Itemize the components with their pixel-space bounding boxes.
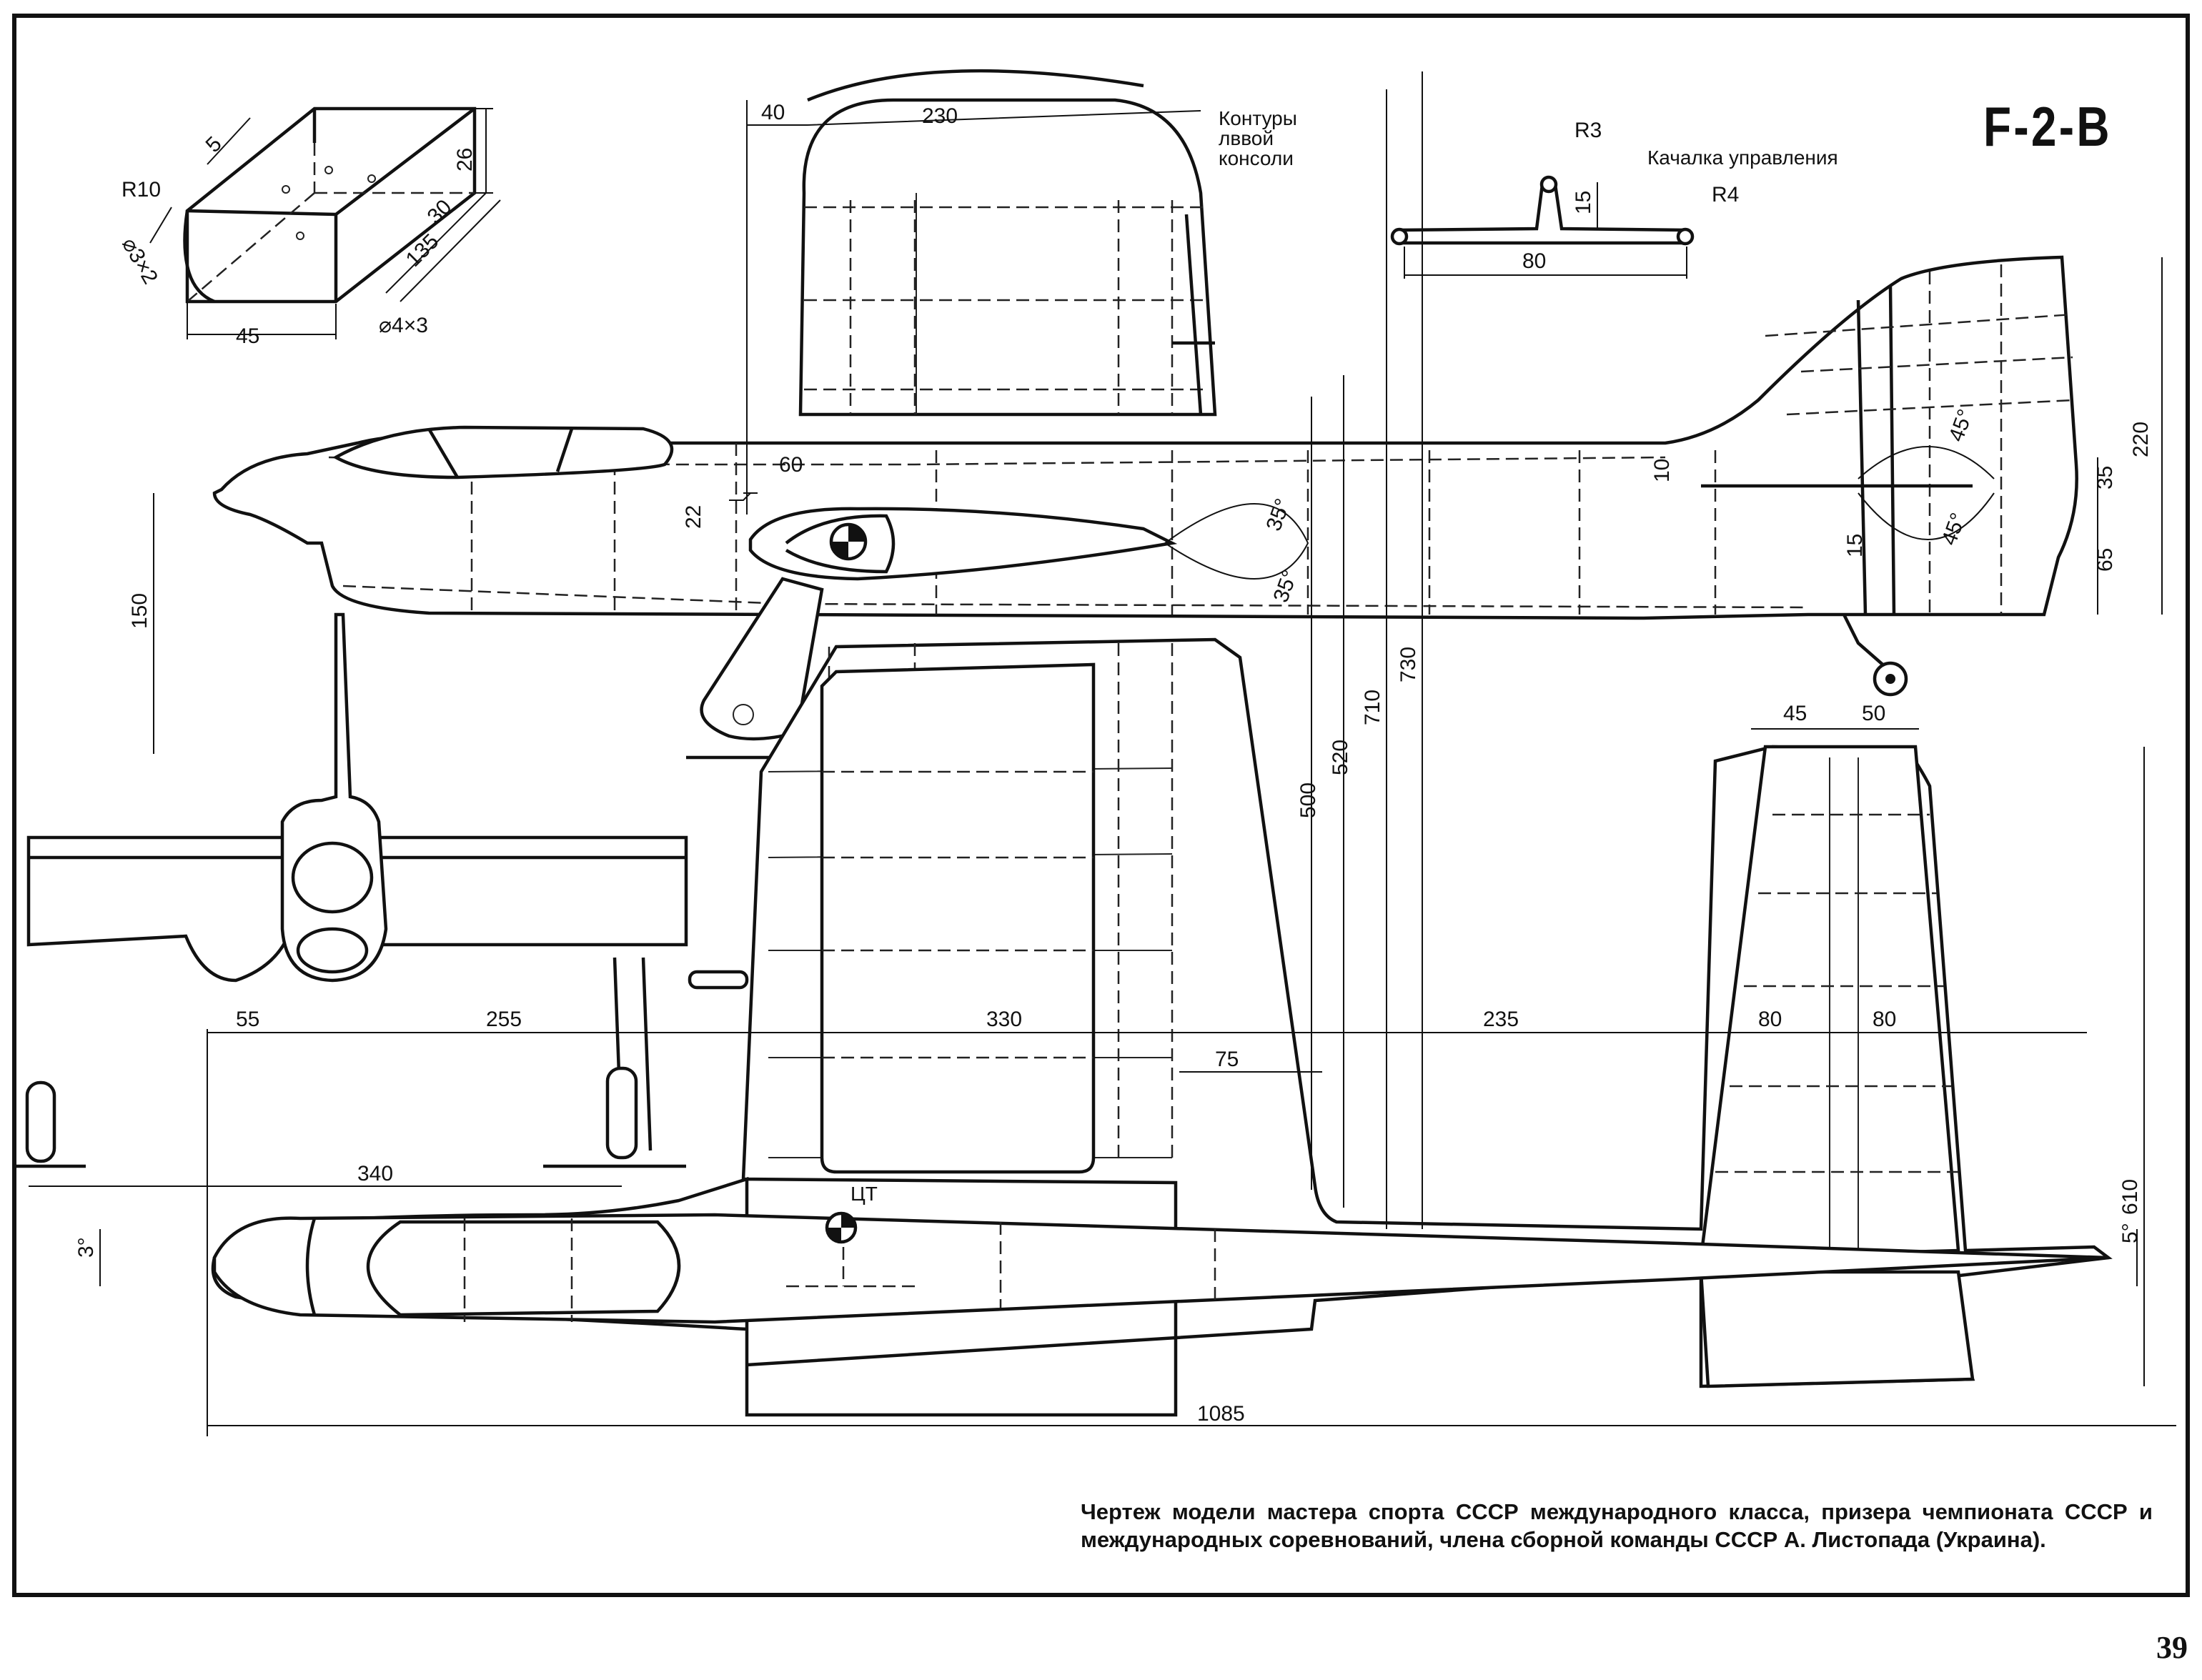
dim-3deg: 3° bbox=[74, 1237, 98, 1258]
drawing-caption: Чертеж модели мастера спорта СССР междун… bbox=[1081, 1499, 2153, 1552]
dimension-lines bbox=[29, 71, 2176, 1436]
dim-55: 55 bbox=[236, 1008, 259, 1031]
dim-r10: R10 bbox=[121, 178, 161, 202]
console-contours-line-2: лввой bbox=[1219, 127, 1274, 149]
annotation-labels: Контуры лввой консоли Качалка управления… bbox=[850, 107, 1838, 1205]
dim-r3: R3 bbox=[1574, 119, 1602, 142]
dim-phi3x2: ⌀3×2 bbox=[117, 234, 162, 288]
upper-wing-panel bbox=[798, 69, 1217, 417]
bellcrank bbox=[1390, 175, 1695, 246]
dim-1085: 1085 bbox=[1197, 1402, 1245, 1426]
dim-500: 500 bbox=[1296, 782, 1320, 818]
dim-5: 5 bbox=[202, 132, 227, 157]
dim-60: 60 bbox=[779, 453, 803, 477]
dim-35: 35 bbox=[2093, 466, 2117, 489]
dim-phi4x3: ⌀4×3 bbox=[379, 314, 428, 337]
dim-40: 40 bbox=[761, 101, 785, 124]
dim-710: 710 bbox=[1361, 690, 1384, 725]
console-contours-line-3: консоли bbox=[1219, 147, 1294, 169]
dim-22: 22 bbox=[682, 505, 705, 529]
dim-30: 30 bbox=[423, 195, 457, 229]
front-view bbox=[14, 612, 688, 1168]
dim-15-tail: 15 bbox=[1843, 534, 1867, 557]
dim-5deg: 5° bbox=[2118, 1223, 2142, 1243]
model-title: F-2-B bbox=[1983, 95, 2112, 158]
drawing-frame bbox=[12, 14, 2190, 1597]
cg-label: ЦТ bbox=[850, 1183, 878, 1205]
dim-255: 255 bbox=[486, 1008, 522, 1031]
console-contours-line-1: Контуры bbox=[1219, 107, 1297, 129]
dim-80-stab-right: 80 bbox=[1873, 1008, 1896, 1031]
dim-10: 10 bbox=[1650, 459, 1674, 482]
dim-220: 220 bbox=[2129, 422, 2153, 457]
dim-45-tail: 45 bbox=[1783, 702, 1807, 725]
dim-230: 230 bbox=[922, 104, 958, 128]
dim-235: 235 bbox=[1483, 1008, 1519, 1031]
plan-view bbox=[211, 637, 2113, 1417]
dim-45-box: 45 bbox=[236, 324, 259, 348]
bellcrank-mount-detail bbox=[149, 106, 501, 339]
dim-730: 730 bbox=[1397, 647, 1420, 682]
bellcrank-label: Качалка управления bbox=[1647, 146, 1838, 169]
dim-50-tail: 50 bbox=[1862, 702, 1885, 725]
dim-80-bellcrank: 80 bbox=[1522, 249, 1546, 273]
dim-15-bellcrank: 15 bbox=[1572, 191, 1595, 214]
dim-80-stab-left: 80 bbox=[1758, 1008, 1782, 1031]
dim-150: 150 bbox=[128, 593, 152, 629]
side-view-fuselage bbox=[212, 255, 2078, 760]
dim-75: 75 bbox=[1215, 1048, 1239, 1071]
page-number: 39 bbox=[2156, 1630, 2188, 1665]
dim-340: 340 bbox=[357, 1162, 393, 1186]
dim-r4: R4 bbox=[1712, 183, 1739, 207]
dim-65: 65 bbox=[2093, 548, 2117, 572]
dim-520: 520 bbox=[1329, 740, 1352, 775]
dim-330: 330 bbox=[986, 1008, 1022, 1031]
dim-26: 26 bbox=[453, 148, 477, 172]
dim-610: 610 bbox=[2118, 1179, 2142, 1215]
